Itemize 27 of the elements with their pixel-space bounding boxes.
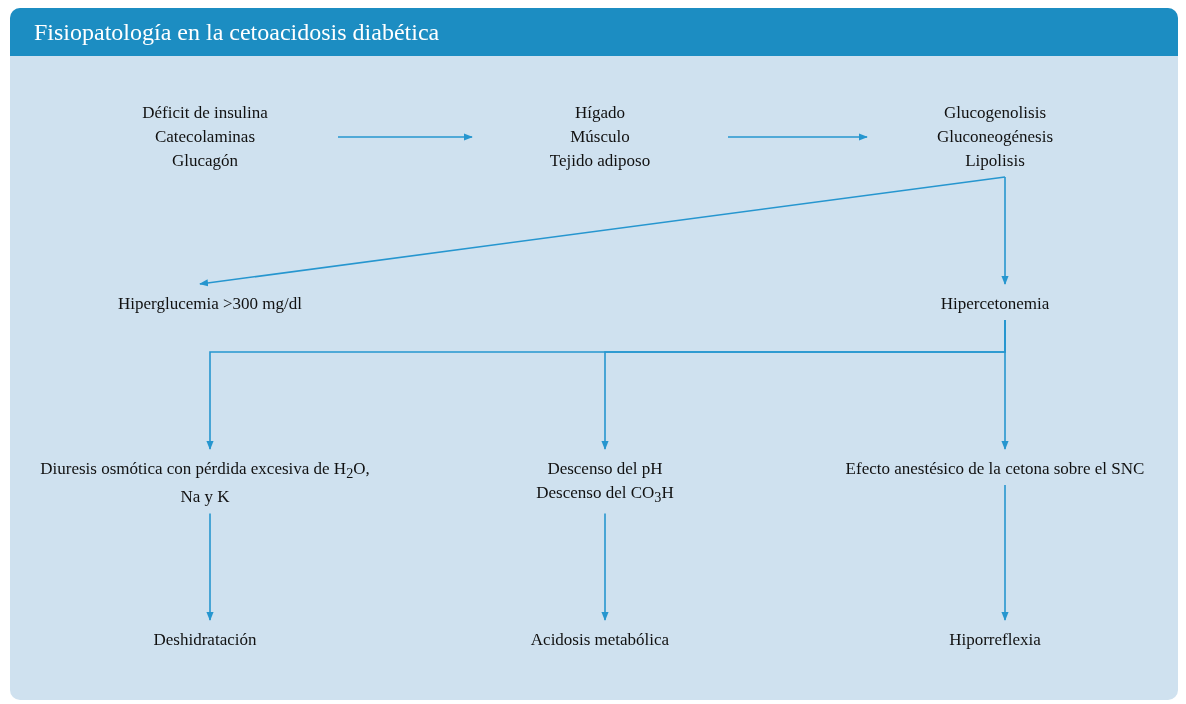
node-text: Acidosis metabólica xyxy=(530,629,670,651)
node-text: Diuresis osmótica con pérdida excesiva de H$_{2}$O, Na y K xyxy=(39,458,371,509)
arrow xyxy=(1001,484,1009,621)
arrow xyxy=(337,133,473,141)
title: Fisiopatología en la cetoacidosis diabética xyxy=(34,18,440,46)
node-text: Hígado xyxy=(574,102,625,124)
node-text: Efecto anestésico de la cetona sobre el SNC xyxy=(845,458,1145,480)
node-text: Descenso del CO$_{3}$H xyxy=(536,482,674,508)
node-text: Tejido adiposo xyxy=(549,150,651,172)
node-text: Glucagón xyxy=(171,150,239,172)
node-text: Gluconeogénesis xyxy=(936,126,1054,148)
node-text: Catecolaminas xyxy=(154,126,256,148)
node-text: Hipercetonemia xyxy=(940,293,1050,315)
arrow xyxy=(601,512,609,621)
arrow xyxy=(206,512,214,621)
arrow xyxy=(199,176,1006,287)
node-text: Lipolisis xyxy=(965,150,1025,172)
node-text: Hiporreflexia xyxy=(949,629,1041,651)
node-text: Hiperglucemia >300 mg/dl xyxy=(118,293,302,315)
node-text: Glucogenolisis xyxy=(944,102,1046,124)
node-text: Descenso del pH xyxy=(547,458,663,480)
arrow xyxy=(1001,176,1009,285)
node-text: Deshidratación xyxy=(153,629,257,651)
arrow xyxy=(1001,319,1009,450)
node-text: Déficit de insulina xyxy=(142,102,268,124)
arrow xyxy=(727,133,868,141)
node-text: Músculo xyxy=(570,126,630,148)
